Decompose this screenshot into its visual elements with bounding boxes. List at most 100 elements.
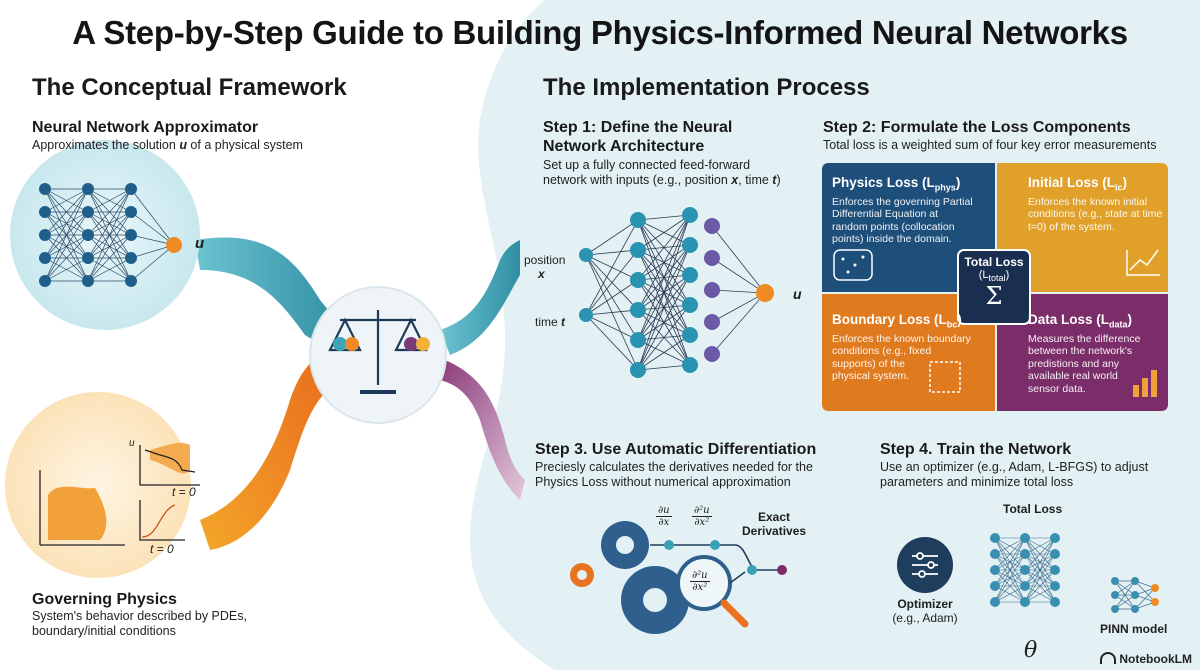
step1-network	[579, 207, 774, 378]
balance-ball-yellow	[416, 337, 430, 351]
nn-connection	[87, 211, 132, 282]
nn-node	[682, 237, 698, 253]
nn-connection	[130, 211, 175, 246]
nn-node	[990, 549, 1000, 559]
nn-node	[630, 212, 646, 228]
data-loss-text: Data Loss (Ldata) Measures the differenc…	[1028, 312, 1141, 395]
nn-connection	[1024, 585, 1056, 603]
physics-axis-u: u	[129, 438, 135, 449]
nn-connection	[637, 364, 691, 371]
nn-node	[39, 275, 51, 287]
nn-connection	[585, 279, 639, 316]
step2-title: Step 2: Formulate the Loss Components	[823, 119, 1131, 136]
purple-ribbon	[440, 360, 525, 500]
nn-connection	[585, 249, 639, 256]
nn-connection	[637, 214, 691, 341]
nn-connection	[637, 214, 691, 281]
nn-node	[1050, 581, 1060, 591]
magnifier-icon	[676, 555, 749, 628]
nn-connection	[637, 304, 691, 371]
nn-node	[630, 302, 646, 318]
input-position-label: position x	[524, 253, 566, 281]
nn-connection	[637, 334, 691, 371]
nn-node	[756, 284, 774, 302]
nn-node	[82, 275, 94, 287]
nn-node	[39, 206, 51, 218]
scatter-icon	[833, 249, 873, 281]
nn-connection	[994, 537, 1026, 571]
step4-desc: Use an optimizer (e.g., Adam, L-BFGS) to…	[880, 460, 1149, 489]
nn-node	[579, 308, 593, 322]
orange-ribbon	[200, 350, 335, 550]
physics-sketches	[39, 442, 200, 546]
flow-node-3	[747, 565, 757, 575]
domain-blob	[48, 486, 107, 540]
nn-node	[1050, 565, 1060, 575]
nn-node	[682, 327, 698, 343]
optimizer-label: Optimizer(e.g., Adam)	[892, 597, 958, 625]
governing-physics-title: Governing Physics	[32, 591, 177, 608]
data-loss-card	[997, 294, 1168, 411]
nn-connection	[637, 244, 691, 371]
nn-connection	[44, 188, 89, 236]
boundary-frame-icon	[929, 361, 961, 393]
nn-connection	[1114, 580, 1136, 610]
nn-connection	[585, 219, 639, 256]
nn-node	[630, 332, 646, 348]
nn-node	[125, 206, 137, 218]
nn-node	[39, 252, 51, 264]
nn-connection	[711, 292, 766, 323]
nn-node	[1020, 533, 1030, 543]
nn-connection	[44, 188, 89, 213]
teal-ribbon-right	[440, 240, 520, 355]
loss-quadrants	[822, 163, 1168, 411]
nn-node	[1020, 597, 1030, 607]
nn-node	[704, 314, 720, 330]
sliders-icon	[912, 552, 938, 578]
nn-connection	[637, 214, 691, 251]
nn-approximator-network	[39, 183, 182, 287]
nn-node	[125, 252, 137, 264]
nn-connection	[44, 257, 89, 282]
nn-node	[1131, 591, 1139, 599]
nn-connection	[711, 225, 766, 294]
nn-node	[1020, 581, 1030, 591]
nn-node	[82, 183, 94, 195]
nn-connection	[637, 214, 691, 221]
notebooklm-logo-icon	[1100, 652, 1117, 664]
nn-node	[1050, 533, 1060, 543]
nn-node	[39, 229, 51, 241]
nn-node	[990, 565, 1000, 575]
initial-loss-text: Initial Loss (Lic) Enforces the known in…	[1028, 175, 1163, 233]
nn-approximator-desc: Approximates the solution u of a physica…	[32, 138, 303, 152]
nn-output-label: u	[195, 235, 205, 252]
nn-node	[990, 533, 1000, 543]
physics-loss-text: Physics Loss (Lphys) Enforces the govern…	[832, 175, 973, 246]
nn-connection	[994, 537, 1026, 603]
total-loss-box	[957, 249, 1031, 325]
nn-connection	[585, 309, 639, 316]
nn-node	[704, 346, 720, 362]
nn-node	[1050, 597, 1060, 607]
nn-connection	[44, 211, 89, 282]
profile-curve	[144, 449, 196, 473]
nn-node	[630, 242, 646, 258]
profile-plot-axes	[139, 445, 200, 486]
total-loss-text: Total Loss (Ltotal) Σ	[958, 255, 1030, 309]
governing-physics-desc: System's behavior described by PDEs,boun…	[32, 609, 247, 638]
bar-chart-icon	[1133, 370, 1157, 397]
nn-node	[704, 218, 720, 234]
page-title: A Step-by-Step Guide to Building Physics…	[72, 14, 1128, 51]
balance-scale-icon	[328, 310, 428, 394]
nn-connection	[1024, 537, 1056, 603]
nn-node	[682, 357, 698, 373]
conceptual-framework-heading: The Conceptual Framework	[32, 74, 347, 101]
domain-axes	[39, 470, 125, 546]
gears-icon	[570, 521, 689, 634]
theta-symbol: θ	[1024, 638, 1038, 663]
nn-connection	[87, 257, 132, 282]
nn-connection	[87, 188, 132, 213]
nn-connection	[1024, 569, 1056, 603]
